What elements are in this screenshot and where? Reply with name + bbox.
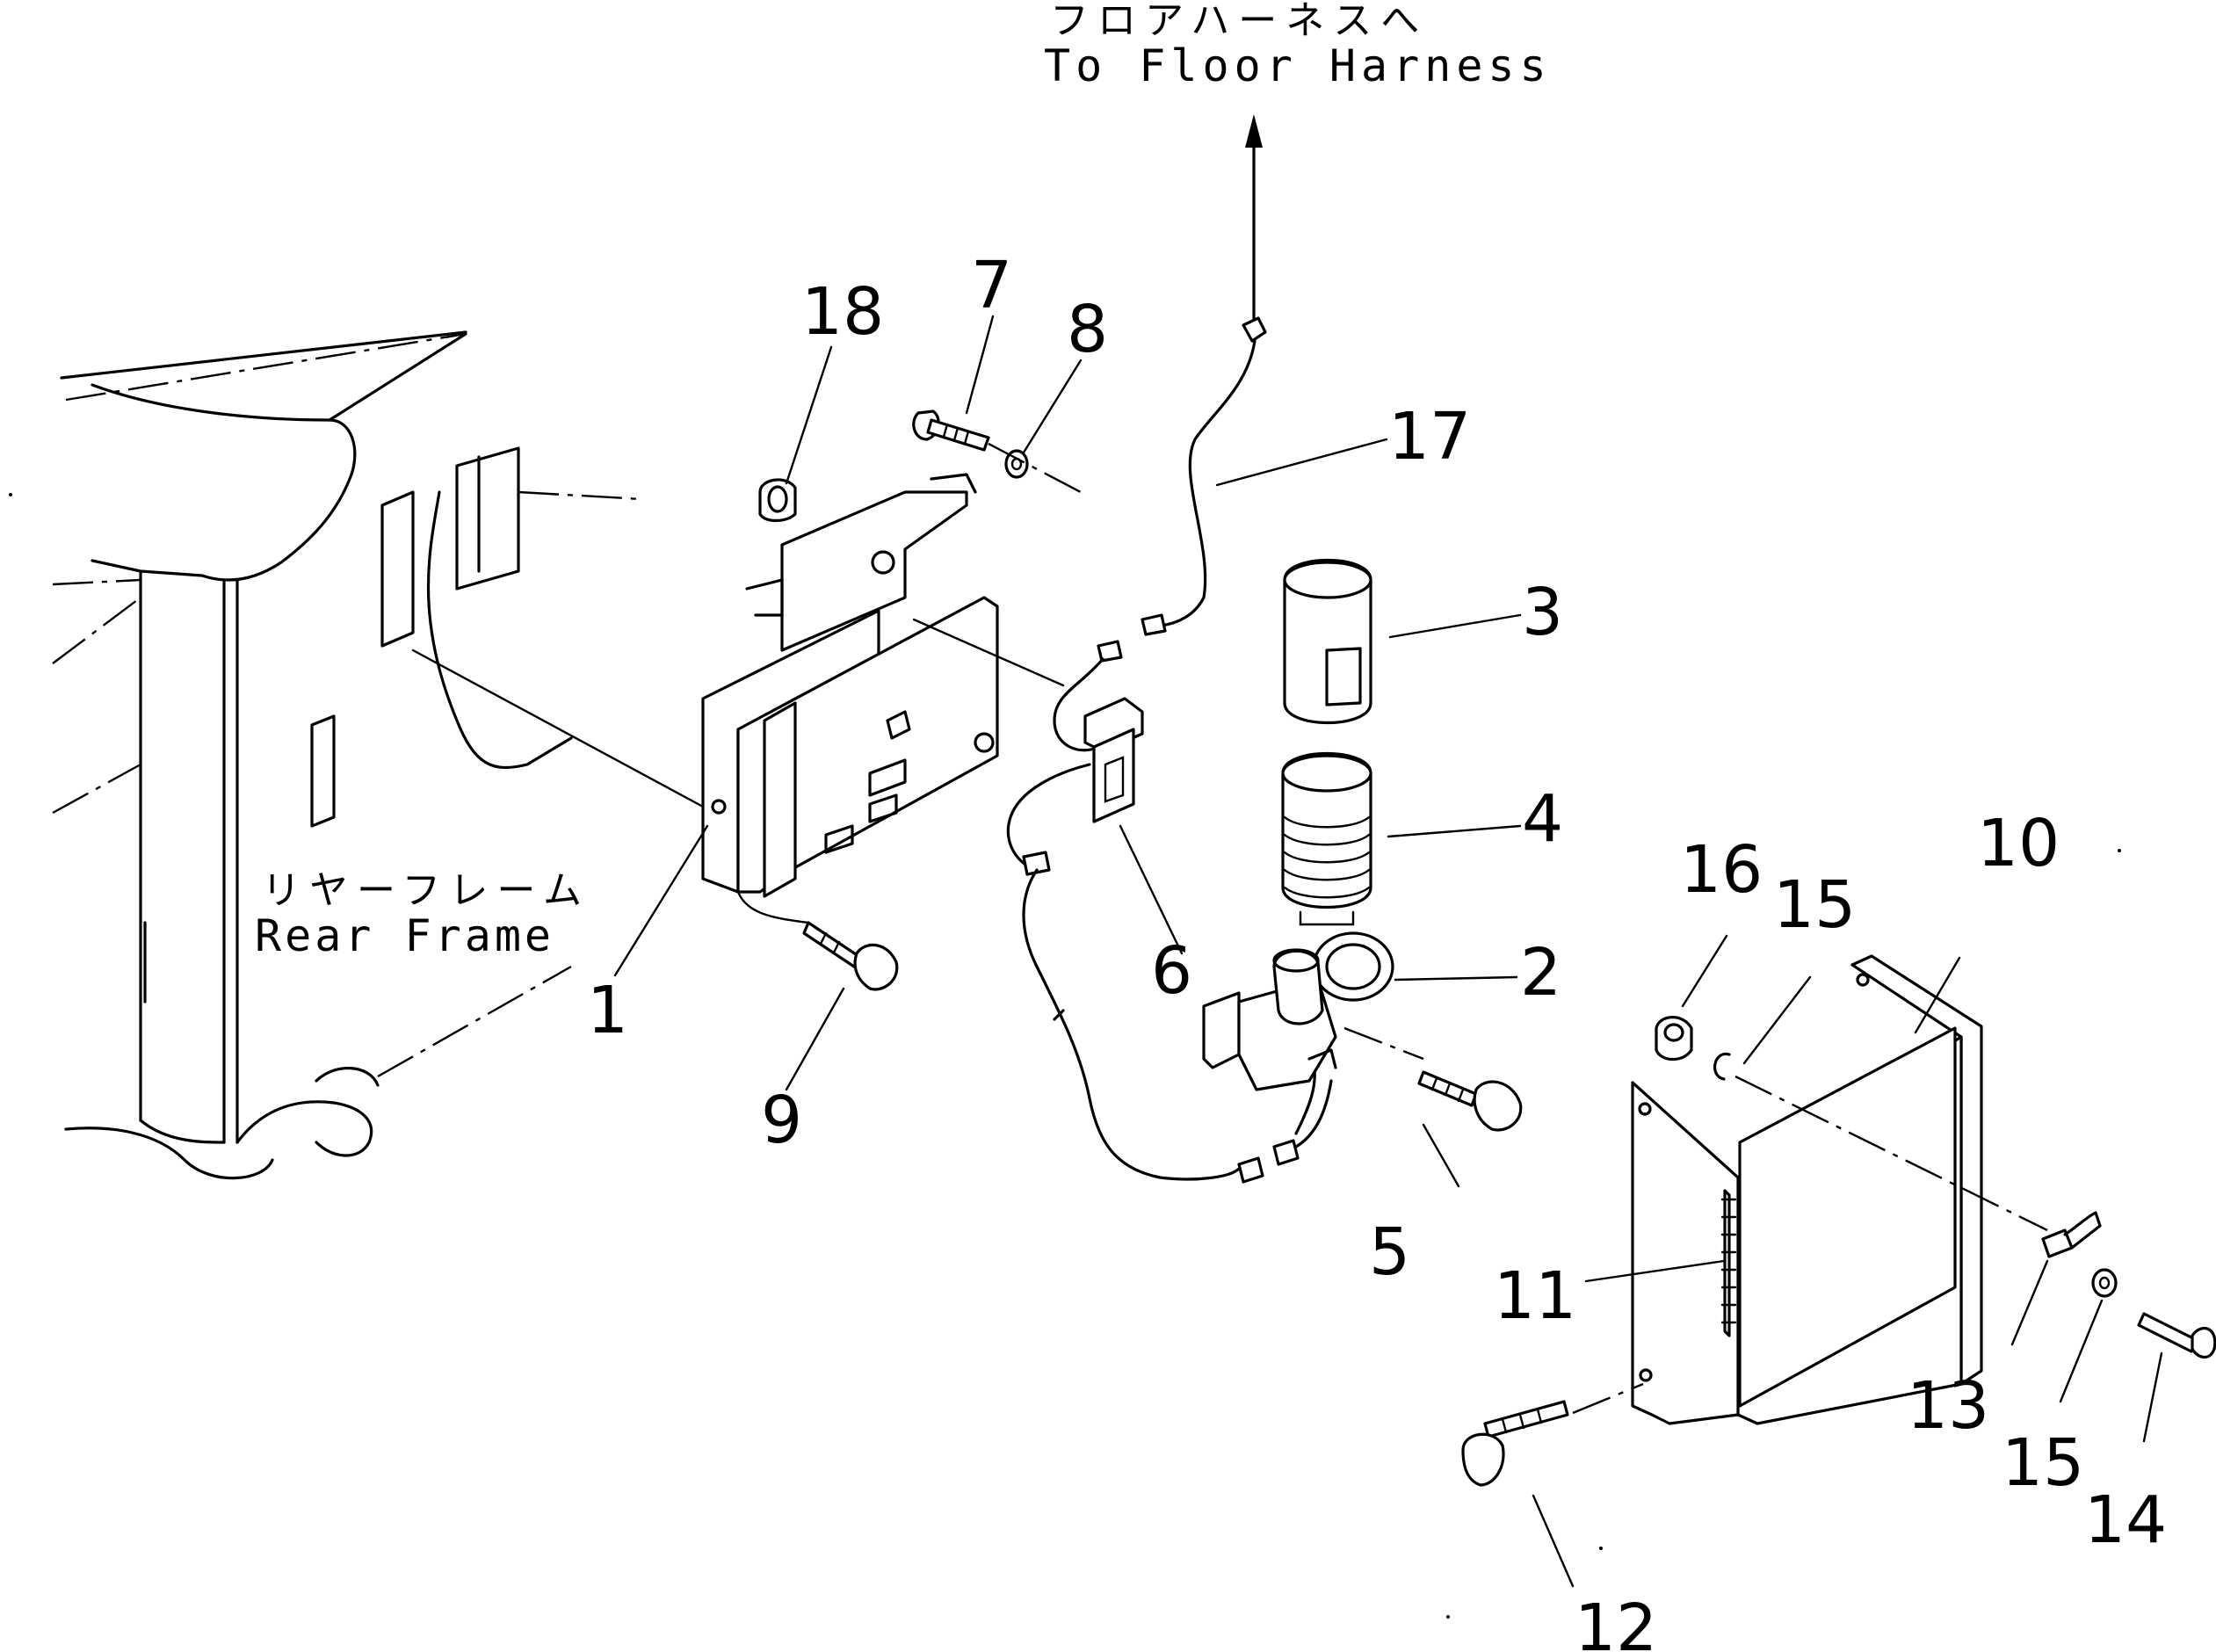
callout-15-lower: 15: [2002, 1425, 2084, 1501]
filter-cartridge-part-3: [1283, 559, 1372, 724]
rear-frame: [52, 330, 642, 1180]
bolt-axis-line: [988, 442, 1082, 494]
callout-14: 14: [2084, 1482, 2167, 1558]
callout-3: 3: [1522, 575, 1563, 650]
callout-leaders: [613, 315, 2163, 1588]
washer-part-8: [1004, 449, 1029, 479]
bolt-part-12: [1461, 1400, 1569, 1487]
nut-part-16: [1655, 1016, 1693, 1061]
rear-frame-caption-en: Rear Frame: [255, 910, 554, 961]
clamp-part-13: [2041, 1211, 2102, 1258]
callout-5: 5: [1369, 1214, 1410, 1290]
callout-1: 1: [587, 973, 628, 1048]
harness-part-17: [1006, 316, 1333, 1184]
callout-18: 18: [801, 274, 884, 350]
bracket-to-bolt-line: [736, 890, 810, 924]
washer-part-15-upper: [1713, 1052, 1731, 1081]
callout-11: 11: [1494, 1258, 1576, 1334]
bolt-part-9: [802, 921, 899, 991]
callout-8: 8: [1067, 292, 1108, 367]
floor-harness-caption-en: To Floor Harness: [1044, 40, 1552, 91]
frame-to-bracket-line: [411, 648, 705, 808]
callout-10: 10: [1977, 806, 2060, 881]
bracket-to-relay-line: [912, 618, 1065, 687]
callout-12: 12: [1575, 1590, 1657, 1652]
washer-part-15-lower: [2091, 1268, 2118, 1298]
bolt-part-14: [2137, 1312, 2216, 1359]
bolt-part-5: [1343, 1026, 1523, 1132]
relay-part-6: [1083, 697, 1144, 823]
callout-9: 9: [761, 1083, 802, 1158]
callout-13: 13: [1907, 1368, 1989, 1444]
callout-4: 4: [1522, 781, 1563, 857]
callout-15-upper: 15: [1773, 867, 1856, 943]
bolt-part-7: [912, 409, 990, 452]
callout-7: 7: [971, 248, 1012, 323]
callout-2: 2: [1520, 935, 1561, 1011]
to-floor-harness-arrow: [1245, 114, 1263, 320]
nut-part-18: [758, 478, 797, 523]
bolt-12-axis-line: [1572, 1382, 1644, 1415]
filter-head-part-2: [1202, 931, 1394, 1091]
callout-17: 17: [1388, 399, 1471, 475]
rear-frame-caption-jp: リヤーフレーム: [262, 868, 590, 913]
scan-speckles: [9, 493, 2121, 1619]
callout-16: 16: [1680, 832, 1763, 908]
callout-6: 6: [1151, 933, 1192, 1009]
controller-part-11: [1720, 1026, 1957, 1408]
bracket-part-1: [701, 473, 999, 898]
filter-element-part-4: [1281, 752, 1372, 926]
floor-harness-caption-jp: フロアハーネスへ: [1050, 0, 1428, 43]
cover-axis-line: [1734, 1075, 2048, 1232]
